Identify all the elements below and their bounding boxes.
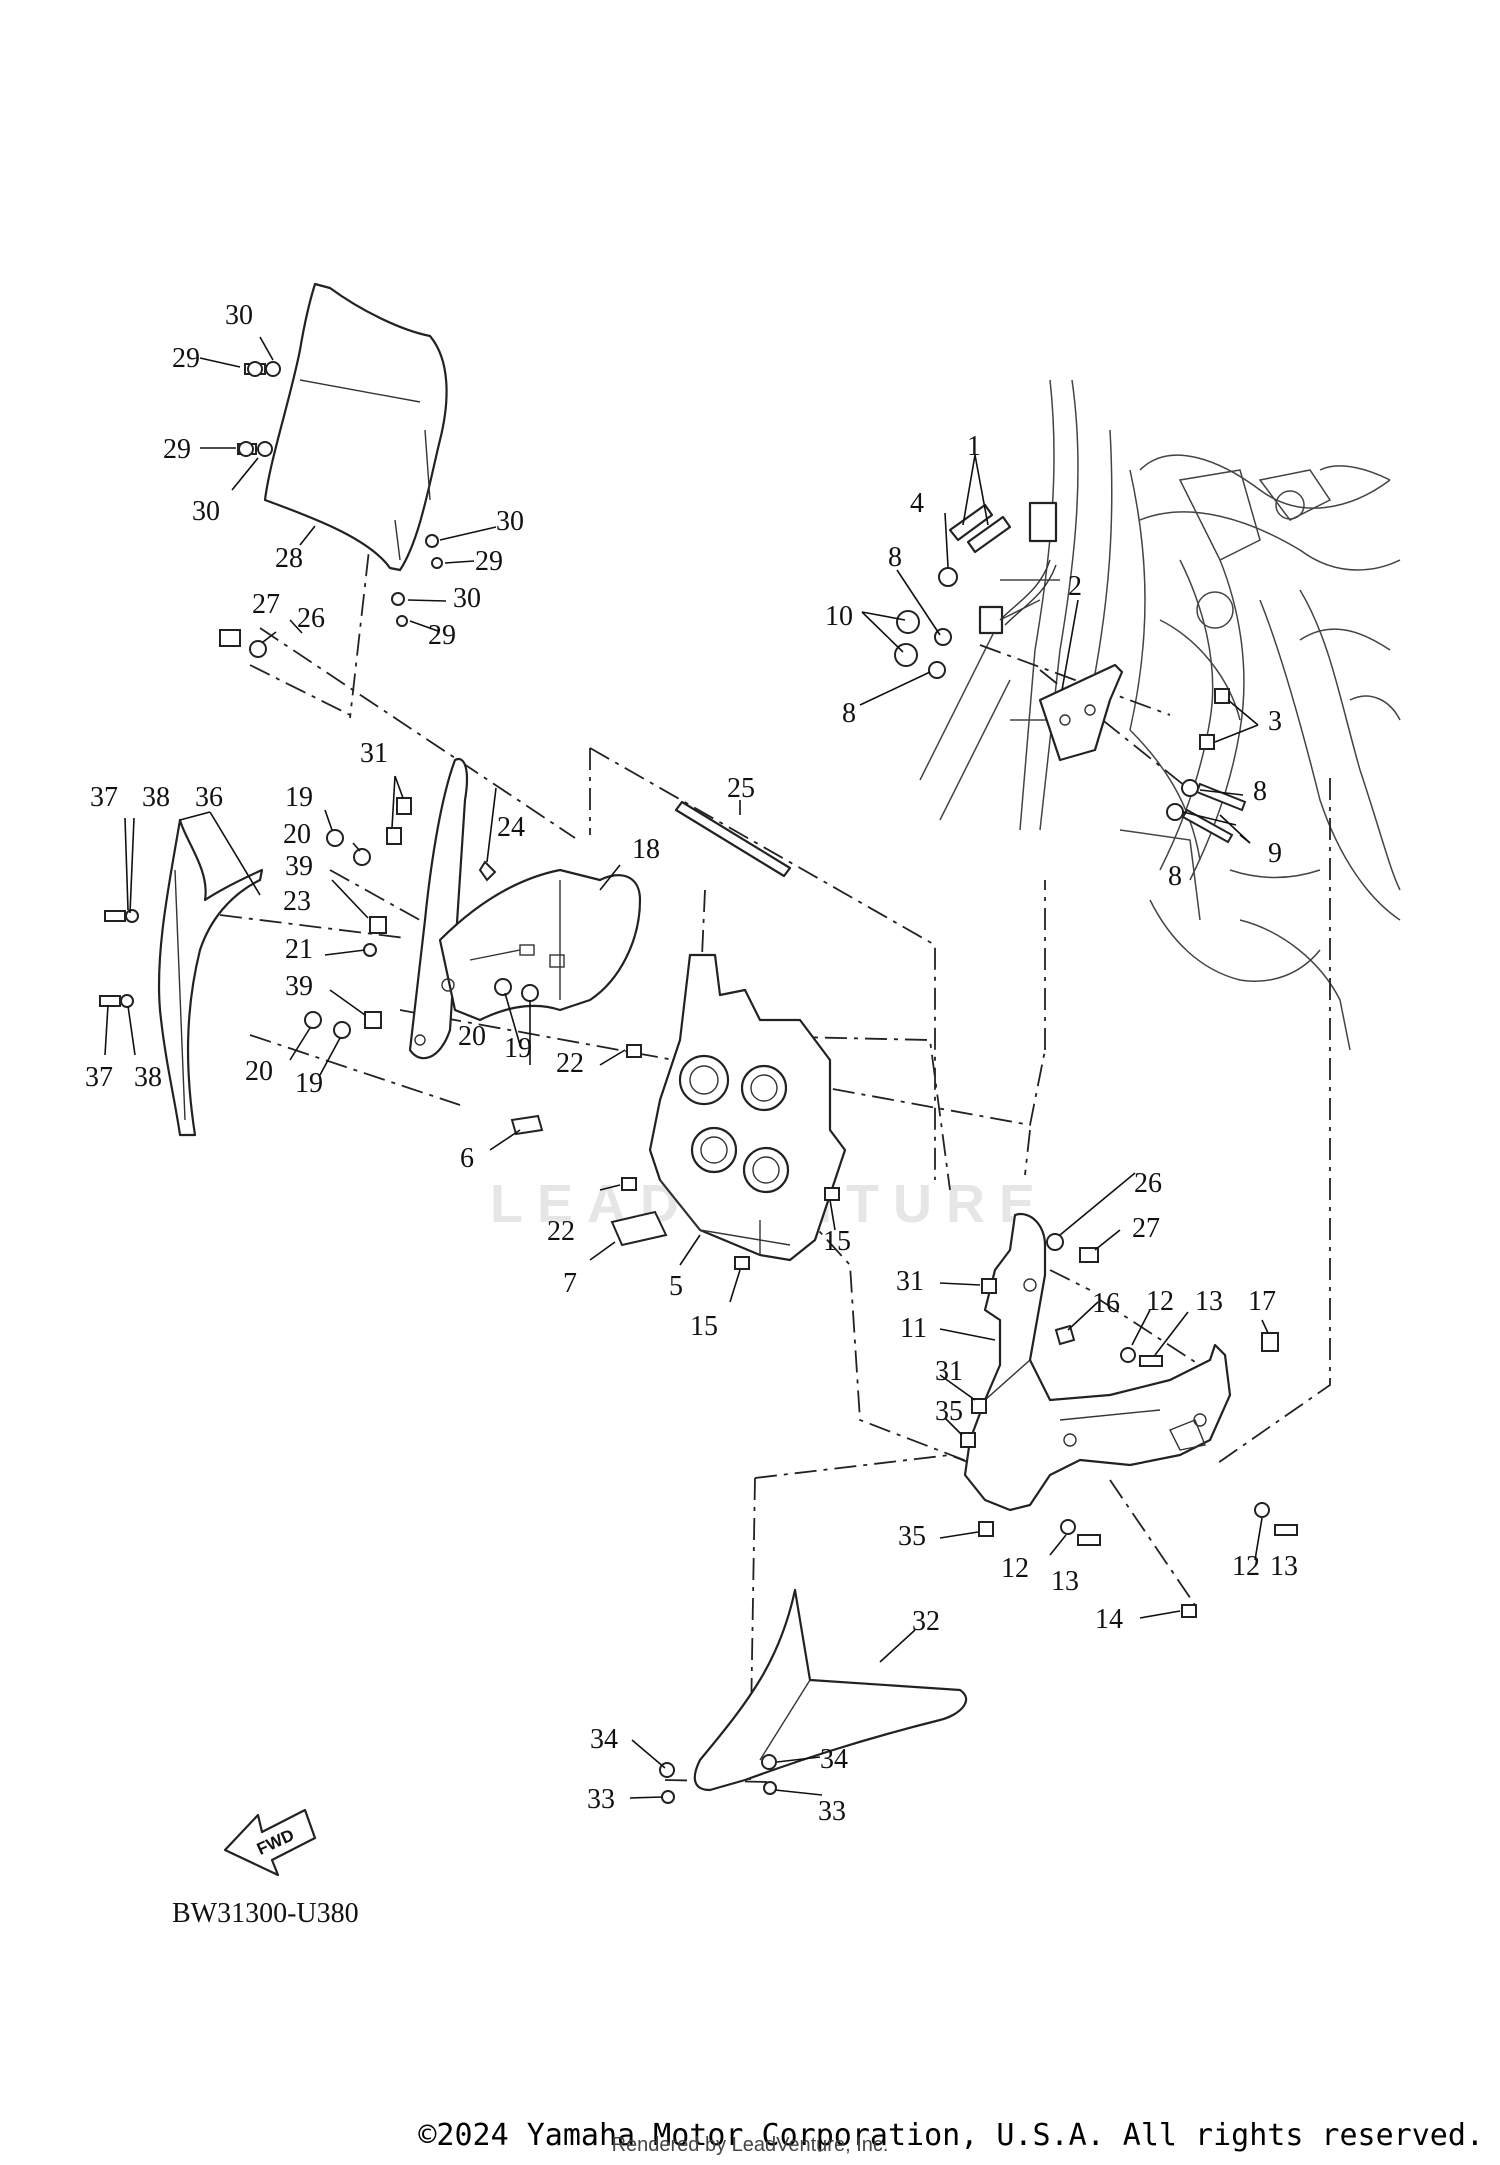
leader-lines <box>104 336 1269 1799</box>
callout-16: 16 <box>1092 1288 1120 1319</box>
callout-30: 30 <box>225 300 253 331</box>
windshield <box>263 282 448 572</box>
callout-14: 14 <box>1095 1604 1123 1635</box>
callout-21: 21 <box>285 934 313 965</box>
callout-19: 19 <box>295 1068 323 1099</box>
callout-11: 11 <box>900 1313 927 1344</box>
motorcycle-frame-background <box>919 379 1401 1051</box>
callout-25: 25 <box>727 773 755 804</box>
callout-8: 8 <box>1253 776 1267 807</box>
headlight-bracket <box>648 953 847 1262</box>
rendered-by-notice: Rendered by LeadVenture, Inc. <box>611 2134 889 2156</box>
callout-34: 34 <box>820 1744 848 1775</box>
callout-29: 29 <box>428 620 456 651</box>
callout-17: 17 <box>1248 1286 1276 1317</box>
callout-37: 37 <box>85 1062 113 1093</box>
callout-6: 6 <box>460 1143 474 1174</box>
callout-labels: 1 2 3 4 5 6 7 8 8 8 8 9 10 11 12 12 12 1… <box>85 300 1298 1827</box>
callout-4: 4 <box>910 488 924 519</box>
callout-5: 5 <box>669 1271 683 1302</box>
callout-29: 29 <box>172 343 200 374</box>
callout-32: 32 <box>912 1606 940 1637</box>
callout-15: 15 <box>690 1311 718 1342</box>
callout-2: 2 <box>1068 571 1082 602</box>
callout-29: 29 <box>475 546 503 577</box>
callout-20: 20 <box>245 1056 273 1087</box>
callout-39: 39 <box>285 851 313 882</box>
callout-13: 13 <box>1195 1286 1223 1317</box>
callout-31: 31 <box>935 1356 963 1387</box>
callout-36: 36 <box>195 782 223 813</box>
electrical-components <box>948 501 1124 762</box>
diagram-reference-code: BW31300-U380 <box>172 1898 359 1929</box>
side-deflector <box>157 818 264 1137</box>
callout-13: 13 <box>1051 1566 1079 1597</box>
callout-31: 31 <box>360 738 388 769</box>
callout-3: 3 <box>1268 706 1282 737</box>
callout-38: 38 <box>142 782 170 813</box>
callout-13: 13 <box>1270 1551 1298 1582</box>
callout-34: 34 <box>590 1724 618 1755</box>
callout-18: 18 <box>632 834 660 865</box>
copyright-notice: ©2024 Yamaha Motor Corporation, U.S.A. A… <box>418 2118 1484 2153</box>
callout-37: 37 <box>90 782 118 813</box>
callout-28: 28 <box>275 543 303 574</box>
callout-35: 35 <box>935 1396 963 1427</box>
inner-cover-bracket <box>408 757 642 1060</box>
callout-22: 22 <box>547 1216 575 1247</box>
callout-35: 35 <box>898 1521 926 1552</box>
callout-30: 30 <box>192 496 220 527</box>
callout-20: 20 <box>283 819 311 850</box>
callout-22: 22 <box>556 1048 584 1079</box>
callout-26: 26 <box>1134 1168 1162 1199</box>
callout-15: 15 <box>823 1226 851 1257</box>
callout-24: 24 <box>497 812 525 843</box>
callout-12: 12 <box>1232 1551 1260 1582</box>
callout-33: 33 <box>587 1784 615 1815</box>
callout-30: 30 <box>496 506 524 537</box>
callout-19: 19 <box>285 782 313 813</box>
callout-10: 10 <box>825 601 853 632</box>
callout-19: 19 <box>504 1033 532 1064</box>
forward-arrow-icon: FWD <box>223 1808 317 1877</box>
callout-39: 39 <box>285 971 313 1002</box>
callout-30: 30 <box>453 583 481 614</box>
callout-38: 38 <box>134 1062 162 1093</box>
callout-31: 31 <box>896 1266 924 1297</box>
callout-23: 23 <box>283 886 311 917</box>
callout-12: 12 <box>1146 1286 1174 1317</box>
callout-20: 20 <box>458 1021 486 1052</box>
callout-26: 26 <box>297 603 325 634</box>
lower-cover <box>693 1588 968 1792</box>
callout-8: 8 <box>888 542 902 573</box>
callout-1: 1 <box>967 431 981 462</box>
callout-8: 8 <box>842 698 856 729</box>
callout-29: 29 <box>163 434 191 465</box>
callout-12: 12 <box>1001 1553 1029 1584</box>
assembly-lines <box>219 434 1331 1783</box>
rod <box>674 800 792 878</box>
callout-9: 9 <box>1268 838 1282 869</box>
callout-7: 7 <box>563 1268 577 1299</box>
fasteners <box>99 361 1298 1804</box>
callout-27: 27 <box>1132 1213 1160 1244</box>
callout-27: 27 <box>252 589 280 620</box>
callout-33: 33 <box>818 1796 846 1827</box>
callout-8: 8 <box>1168 861 1182 892</box>
